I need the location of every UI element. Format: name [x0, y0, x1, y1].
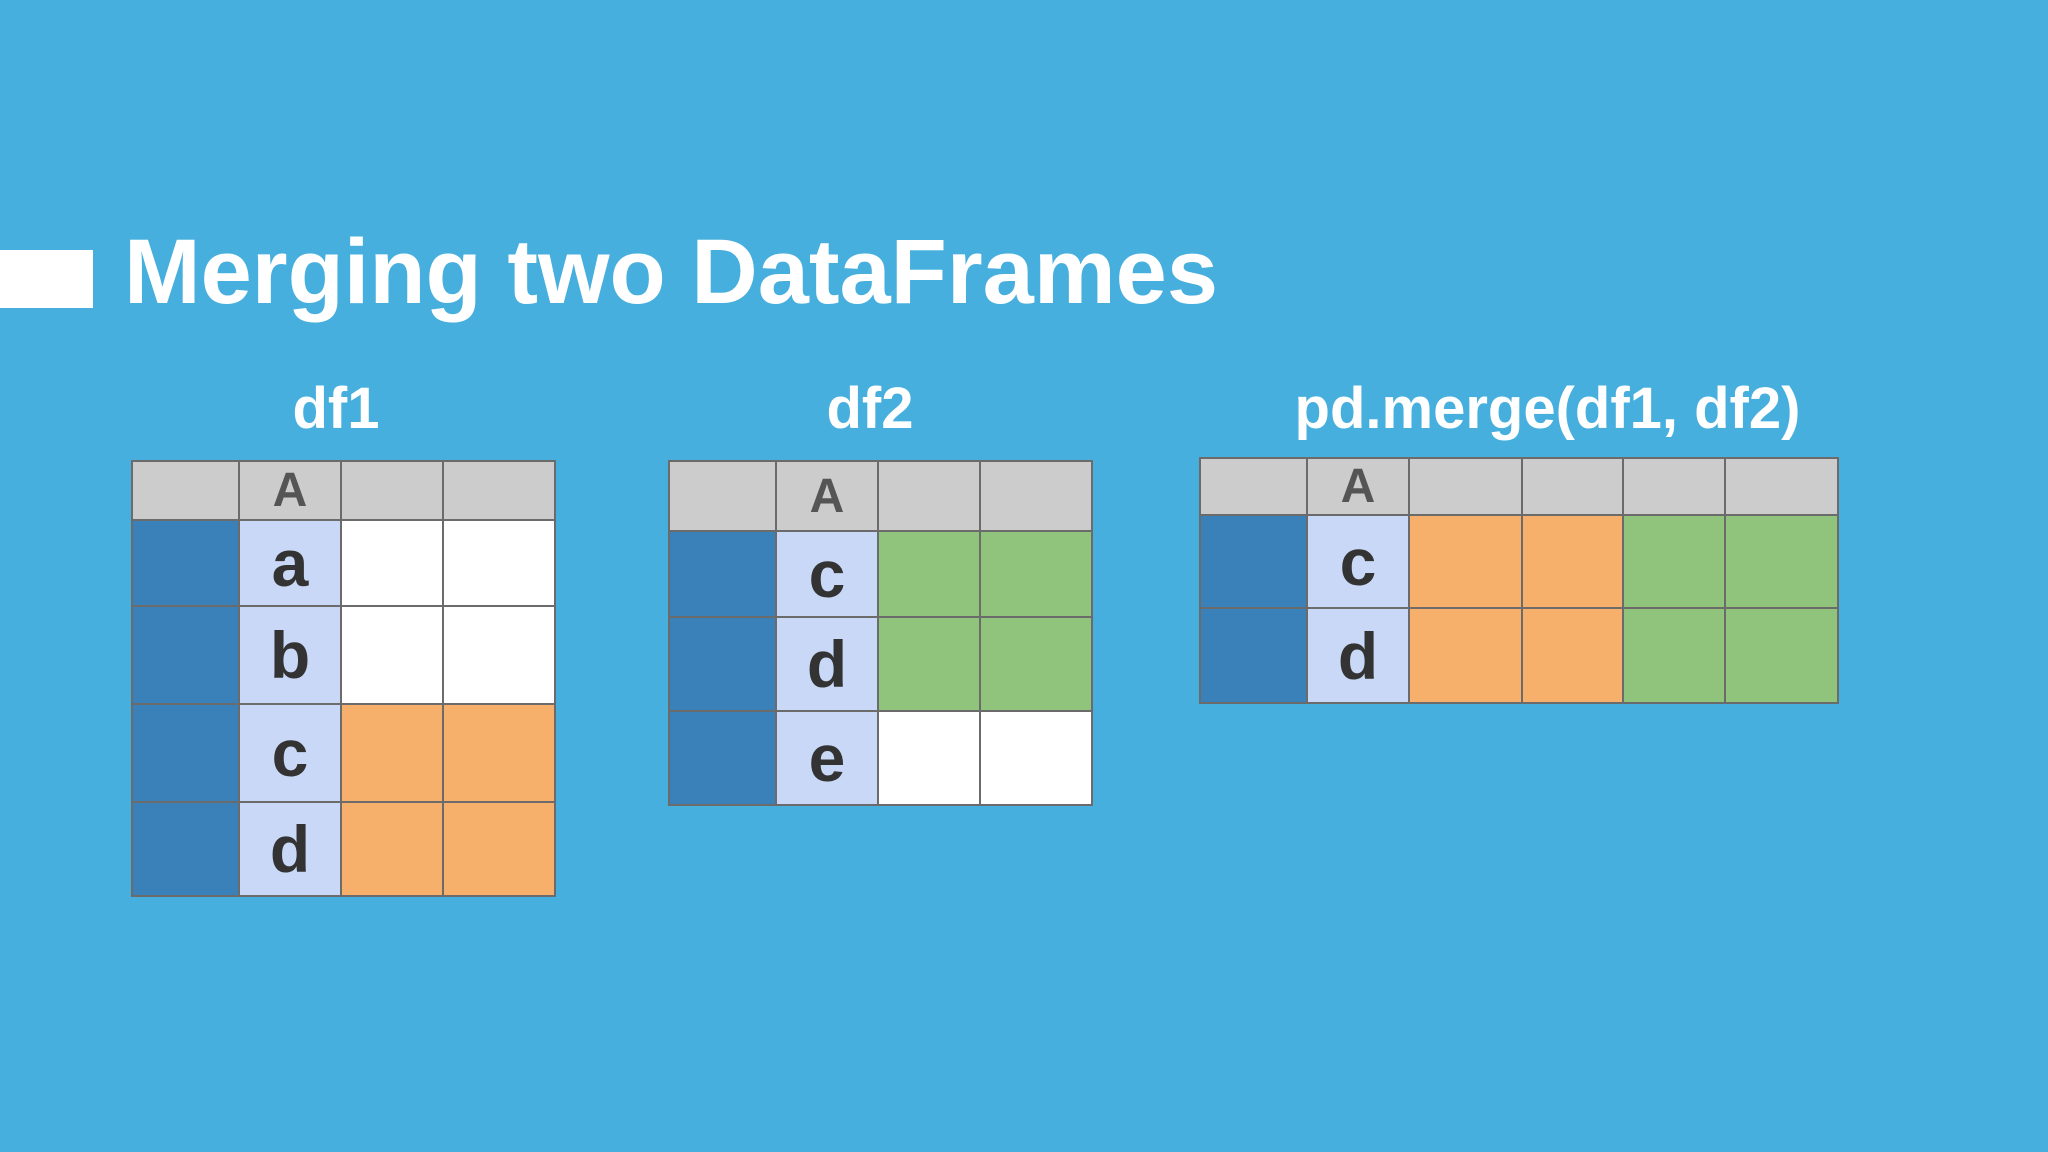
- value-cell-empty: [442, 519, 556, 607]
- value-cell-orange: [1521, 514, 1624, 609]
- value-cell-empty: [979, 710, 1093, 806]
- slide-title: Merging two DataFrames: [124, 221, 1218, 323]
- column-header: [1408, 457, 1523, 516]
- df1-caption: df1: [292, 376, 380, 441]
- key-cell: c: [238, 703, 342, 803]
- column-header-a: A: [1306, 457, 1410, 516]
- column-header: [1521, 457, 1624, 516]
- index-cell: [131, 519, 240, 607]
- value-cell-orange: [340, 703, 444, 803]
- key-cell: b: [238, 605, 342, 705]
- value-cell-green: [1724, 607, 1839, 704]
- column-header: [877, 460, 981, 532]
- key-cell: e: [775, 710, 879, 806]
- key-cell: c: [1306, 514, 1410, 609]
- value-cell-empty: [877, 710, 981, 806]
- index-cell: [668, 616, 777, 712]
- column-header: [668, 460, 777, 532]
- value-cell-green: [1622, 514, 1726, 609]
- value-cell-empty: [340, 519, 444, 607]
- merge-result-caption: pd.merge(df1, df2): [1294, 376, 1801, 441]
- column-header-a: A: [775, 460, 879, 532]
- index-cell: [1199, 514, 1308, 609]
- value-cell-orange: [1521, 607, 1624, 704]
- value-cell-orange: [340, 801, 444, 897]
- column-header: [340, 460, 444, 521]
- column-header: [1199, 457, 1308, 516]
- index-cell: [668, 530, 777, 618]
- value-cell-orange: [442, 801, 556, 897]
- key-cell: c: [775, 530, 879, 618]
- value-cell-empty: [340, 605, 444, 705]
- value-cell-green: [979, 530, 1093, 618]
- value-cell-empty: [442, 605, 556, 705]
- column-header: [1724, 457, 1839, 516]
- value-cell-green: [1622, 607, 1726, 704]
- index-cell: [1199, 607, 1308, 704]
- column-header: [131, 460, 240, 521]
- column-header: [979, 460, 1093, 532]
- index-cell: [131, 605, 240, 705]
- index-cell: [131, 703, 240, 803]
- index-cell: [131, 801, 240, 897]
- column-header: [442, 460, 556, 521]
- value-cell-green: [877, 616, 981, 712]
- key-cell: d: [238, 801, 342, 897]
- value-cell-green: [979, 616, 1093, 712]
- key-cell: d: [775, 616, 879, 712]
- df2-caption: df2: [826, 376, 914, 441]
- key-cell: a: [238, 519, 342, 607]
- value-cell-orange: [1408, 607, 1523, 704]
- key-cell: d: [1306, 607, 1410, 704]
- title-accent-bar: [0, 250, 93, 308]
- value-cell-orange: [1408, 514, 1523, 609]
- column-header: [1622, 457, 1726, 516]
- value-cell-orange: [442, 703, 556, 803]
- index-cell: [668, 710, 777, 806]
- value-cell-green: [877, 530, 981, 618]
- column-header-a: A: [238, 460, 342, 521]
- value-cell-green: [1724, 514, 1839, 609]
